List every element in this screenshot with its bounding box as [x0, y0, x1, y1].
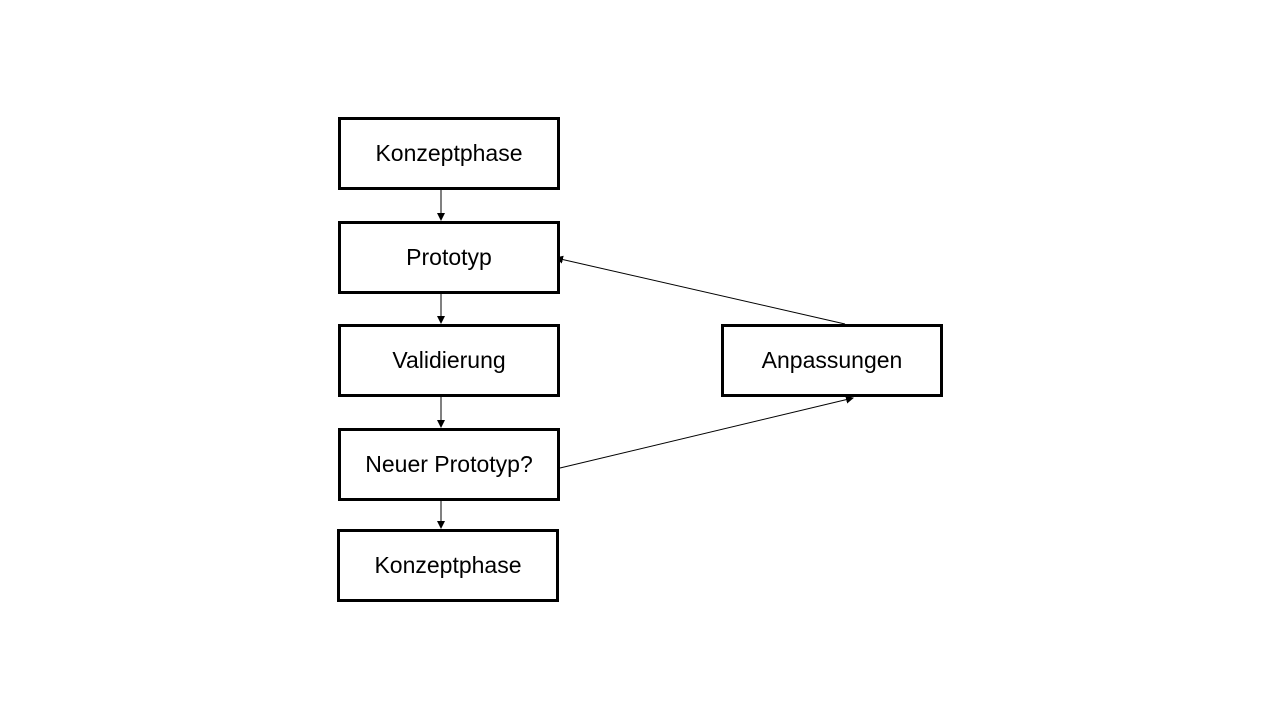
node-anpassungen: Anpassungen	[721, 324, 943, 397]
node-konzeptphase-bottom: Konzeptphase	[337, 529, 559, 602]
node-neuer-prototyp: Neuer Prototyp?	[338, 428, 560, 501]
node-konzeptphase-top: Konzeptphase	[338, 117, 560, 190]
arrow-neuer-prototyp-to-anpassungen	[559, 395, 854, 469]
node-label: Anpassungen	[761, 347, 903, 373]
node-validierung: Validierung	[338, 324, 560, 397]
node-label: Konzeptphase	[374, 552, 522, 578]
node-label: Prototyp	[406, 244, 492, 270]
node-label: Neuer Prototyp?	[365, 451, 533, 477]
node-label: Validierung	[392, 347, 506, 373]
node-label: Konzeptphase	[375, 140, 523, 166]
arrow-anpassungen-to-prototyp	[555, 255, 846, 325]
node-prototyp: Prototyp	[338, 221, 560, 294]
